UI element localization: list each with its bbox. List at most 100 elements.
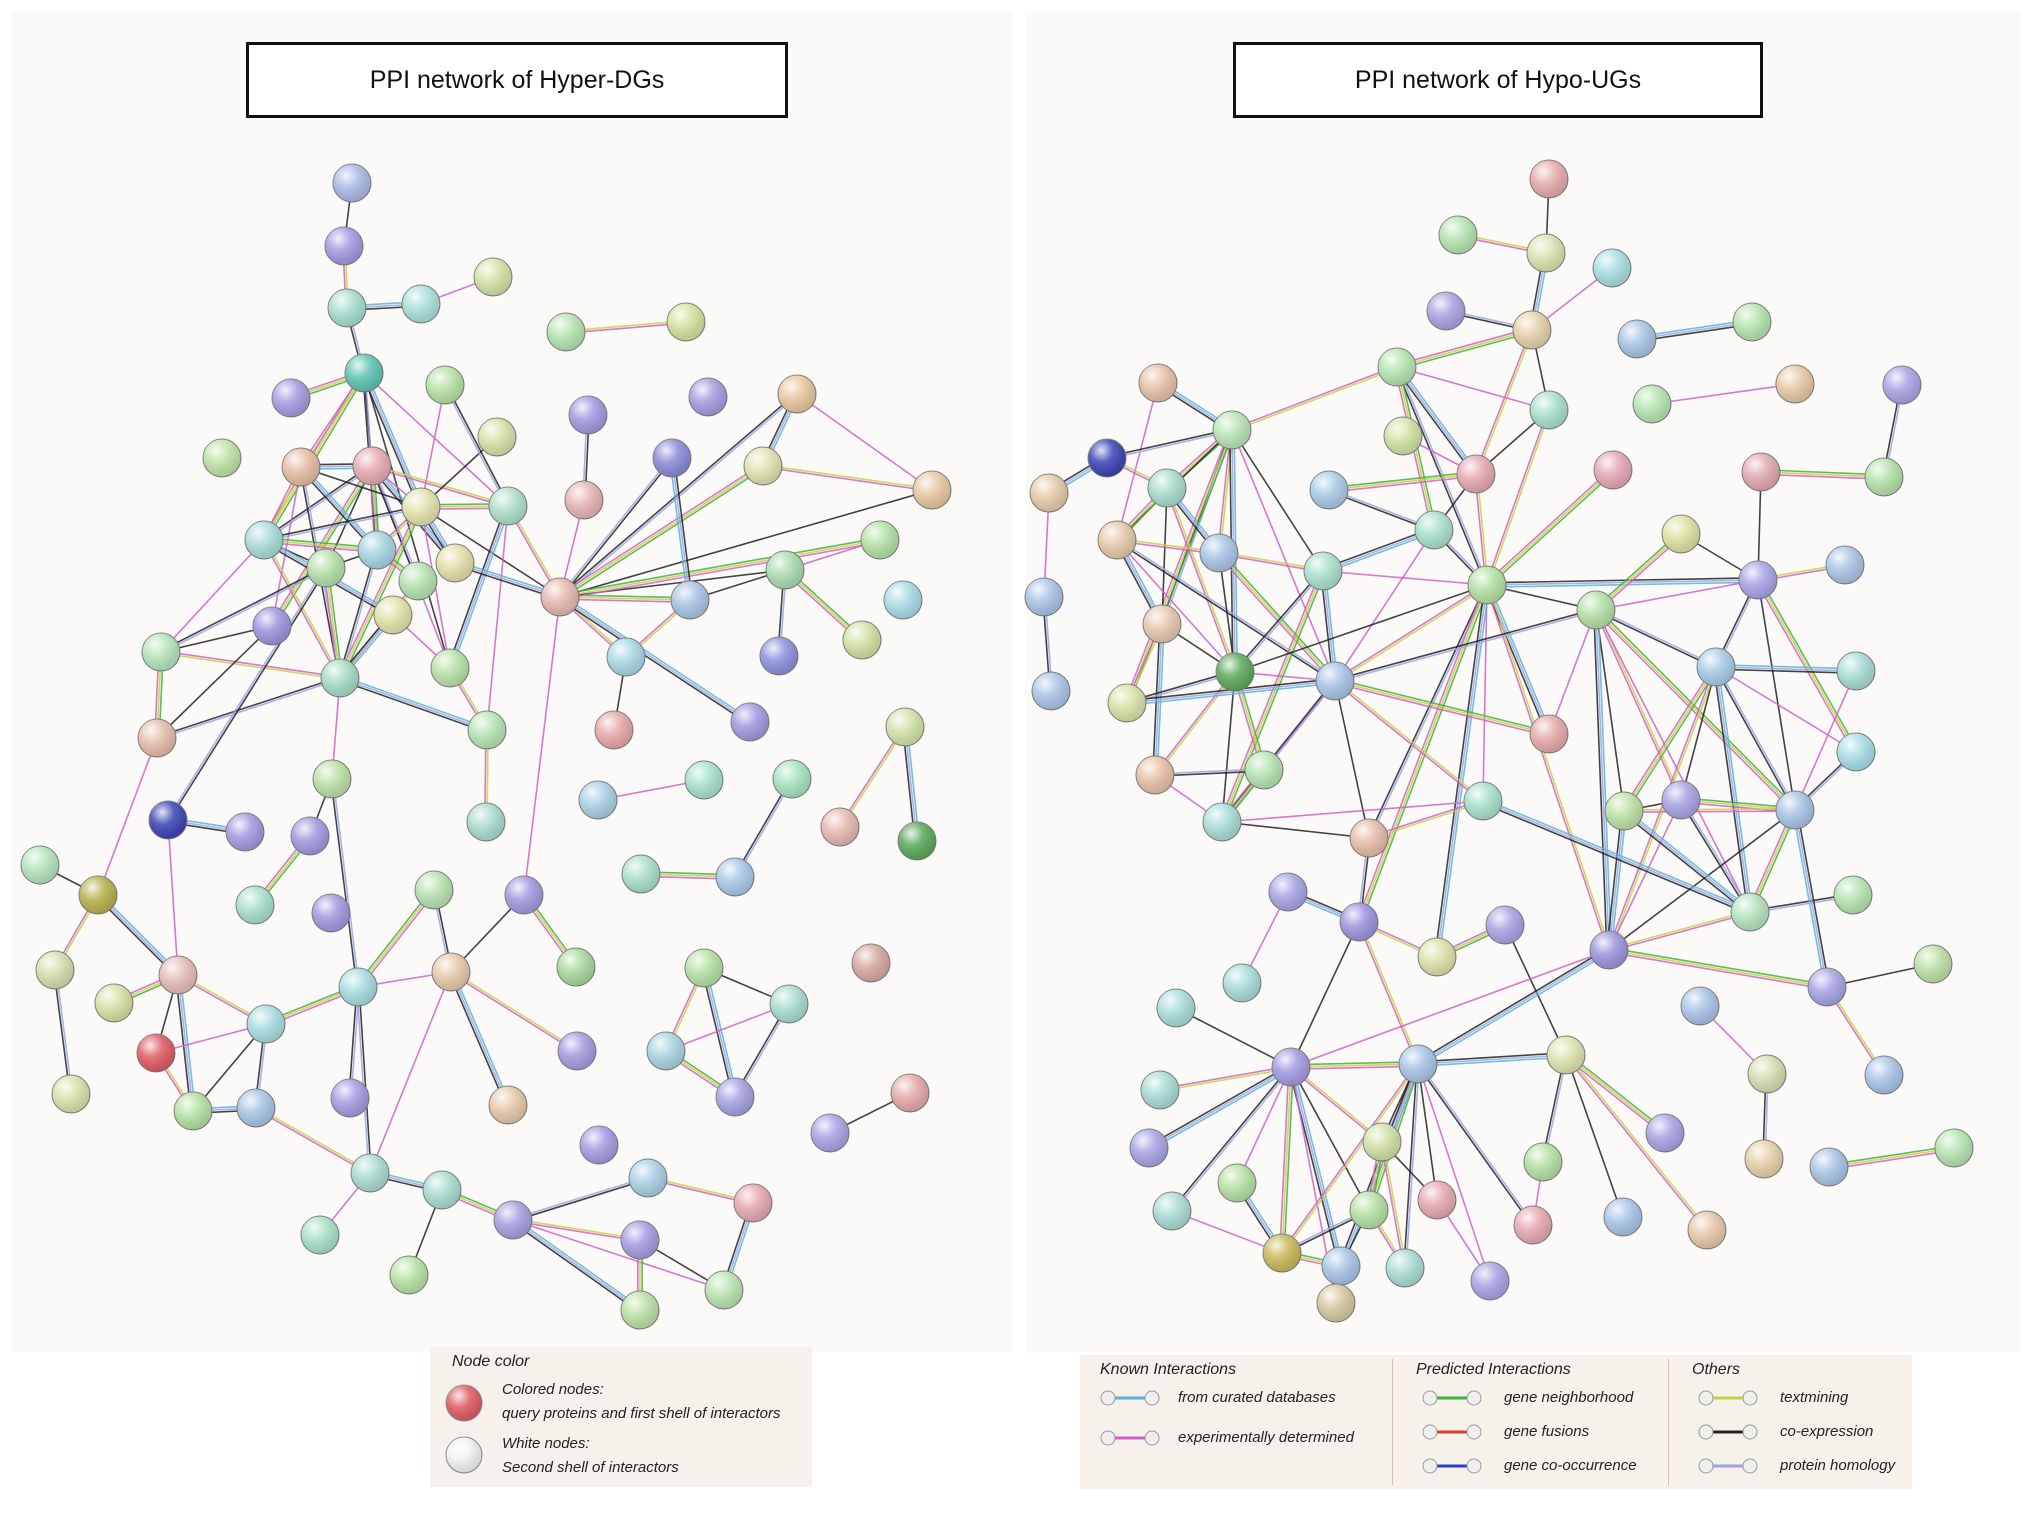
network-a-node-nefh[interactable] — [704, 1270, 744, 1310]
network-b-node-cdca3[interactable] — [1129, 1128, 1169, 1168]
network-a-node-npy[interactable] — [352, 446, 392, 486]
network-a-node-gad2[interactable] — [540, 577, 580, 617]
network-b-node-mfap2[interactable] — [1024, 577, 1064, 617]
network-b-node-hpgds[interactable] — [1417, 937, 1457, 977]
network-a-node-gpr83[interactable] — [137, 718, 177, 758]
network-b-node-clic1[interactable] — [1680, 986, 1720, 1026]
network-a-node-snap91[interactable] — [646, 1031, 686, 1071]
network-b-node-srbd1[interactable] — [1316, 1283, 1356, 1323]
network-b-node-plat[interactable] — [1303, 551, 1343, 591]
network-b-node-ifi35[interactable] — [1661, 780, 1701, 820]
network-b-node-cdk1[interactable] — [1271, 1047, 1311, 1087]
network-b-node-plscr1[interactable] — [1730, 892, 1770, 932]
network-a-node-synj2[interactable] — [769, 984, 809, 1024]
network-b-node-s100a10[interactable] — [1309, 470, 1349, 510]
network-a-node-ank3[interactable] — [431, 952, 471, 992]
network-b-node-anxa2[interactable] — [1414, 510, 1454, 550]
network-a-node-cdh12[interactable] — [810, 1113, 850, 1153]
network-a-node-gpr26[interactable] — [666, 302, 706, 342]
network-a-node-prkcz[interactable] — [290, 816, 330, 856]
network-b-node-card8[interactable] — [1825, 545, 1865, 585]
network-a-node-ank2[interactable] — [338, 967, 378, 1007]
network-b-node-parp9[interactable] — [1836, 651, 1876, 691]
network-a-node-actl6b[interactable] — [202, 438, 242, 478]
network-b-node-slc7a7[interactable] — [1526, 233, 1566, 273]
network-a-node-styk1[interactable] — [78, 875, 118, 915]
network-a-node-hspa2[interactable] — [158, 955, 198, 995]
network-b-node-msr1[interactable] — [1138, 363, 1178, 403]
network-a-node-foxq1[interactable] — [473, 257, 513, 297]
network-a-node-rerg[interactable] — [820, 807, 860, 847]
network-b-node-mcm5[interactable] — [1262, 1233, 1302, 1273]
network-b-node-a2m[interactable] — [1244, 750, 1284, 790]
network-b-node-loxl3[interactable] — [1029, 473, 1069, 513]
network-b-node-oas1[interactable] — [1589, 930, 1629, 970]
network-a-node-tmem132d[interactable] — [568, 395, 608, 435]
network-a-node-grm7[interactable] — [244, 520, 284, 560]
network-a-node-inpp5a[interactable] — [883, 580, 923, 620]
network-b-node-ccnd1[interactable] — [1339, 902, 1379, 942]
network-b-node-nckap1l[interactable] — [1383, 416, 1423, 456]
network-a-node-tppp[interactable] — [401, 284, 441, 324]
network-a-node-dtnb[interactable] — [225, 812, 265, 852]
network-b-node-anxa1[interactable] — [1456, 454, 1496, 494]
network-a-node-cartpt[interactable] — [477, 417, 517, 457]
network-a-node-dlg2[interactable] — [236, 1088, 276, 1128]
network-b-node-slc43a3[interactable] — [1833, 875, 1873, 915]
network-a-node-cck[interactable] — [488, 486, 528, 526]
network-b-node-nup37[interactable] — [1417, 1180, 1457, 1220]
network-b-node-lrrc17[interactable] — [1934, 1128, 1974, 1168]
network-a-node-hook1[interactable] — [557, 1031, 597, 1071]
network-a-node-adcy2[interactable] — [252, 606, 292, 646]
network-b-node-il8[interactable] — [1467, 565, 1507, 605]
network-a-node-bin1[interactable] — [684, 948, 724, 988]
network-a-node-s100a1[interactable] — [94, 983, 134, 1023]
network-b-node-hla-dra[interactable] — [1807, 967, 1847, 1007]
network-a-node-kcnc1[interactable] — [488, 1085, 528, 1125]
network-b-node-rgs18[interactable] — [1592, 248, 1632, 288]
network-b-node-ccl4[interactable] — [1529, 714, 1569, 754]
network-a-node-gabrb2[interactable] — [912, 470, 952, 510]
network-b-node-pdia6[interactable] — [1546, 1035, 1586, 1075]
network-b-node-pcolce[interactable] — [1087, 438, 1127, 478]
network-b-node-lcp1[interactable] — [1864, 457, 1904, 497]
network-b-node-prom1[interactable] — [1268, 872, 1308, 912]
network-b-node-trpm8[interactable] — [1732, 302, 1772, 342]
network-b-node-tnfaip6[interactable] — [1593, 450, 1633, 490]
network-a-node-cntn2[interactable] — [422, 1170, 462, 1210]
network-b-node-cytip[interactable] — [1775, 364, 1815, 404]
network-b-node-hspa6[interactable] — [1523, 1142, 1563, 1182]
network-b-node-dtl[interactable] — [1152, 1191, 1192, 1231]
network-b-node-pmm2[interactable] — [1744, 1139, 1784, 1179]
network-b-node-casp1[interactable] — [1738, 560, 1778, 600]
network-a-node-wbscr17[interactable] — [772, 759, 812, 799]
network-a-node-tac1[interactable] — [430, 648, 470, 688]
network-a-node-slc2a13[interactable] — [35, 950, 75, 990]
network-a-node-vipr1[interactable] — [141, 632, 181, 672]
network-a-node-adcy2b[interactable] — [320, 658, 360, 698]
network-a-node-st6galnac3[interactable] — [20, 845, 60, 885]
network-b-node-lpar6[interactable] — [1529, 390, 1569, 430]
network-a-node-vstm2l[interactable] — [715, 857, 755, 897]
network-a-node-pdia2[interactable] — [148, 800, 188, 840]
network-b-node-nmb[interactable] — [1426, 291, 1466, 331]
network-b-node-arhgdib[interactable] — [1741, 452, 1781, 492]
network-a-node-mag[interactable] — [620, 1220, 660, 1260]
network-b-node-serpina1[interactable] — [1202, 802, 1242, 842]
network-a-node-kcnq5[interactable] — [235, 885, 275, 925]
network-a-node-ncald[interactable] — [311, 893, 351, 933]
network-b-node-eroil[interactable] — [1645, 1113, 1685, 1153]
network-b-node-emilin1[interactable] — [1031, 671, 1071, 711]
network-a-node-cacng2[interactable] — [173, 1091, 213, 1131]
network-b-node-slc15a3[interactable] — [1529, 159, 1569, 199]
network-a-node-cadps[interactable] — [579, 1125, 619, 1165]
network-a-node-ryr2[interactable] — [246, 1004, 286, 1044]
network-b-node-gbp1[interactable] — [1775, 790, 1815, 830]
network-a-node-gnal[interactable] — [467, 710, 507, 750]
network-a-node-stmn2[interactable] — [271, 378, 311, 418]
network-a-node-snca[interactable] — [327, 288, 367, 328]
network-a-node-lrfn5[interactable] — [885, 707, 925, 747]
network-a-node-egr4[interactable] — [688, 377, 728, 417]
network-a-node-slc5a11[interactable] — [51, 1074, 91, 1114]
network-b-node-xbp1[interactable] — [1687, 1210, 1727, 1250]
